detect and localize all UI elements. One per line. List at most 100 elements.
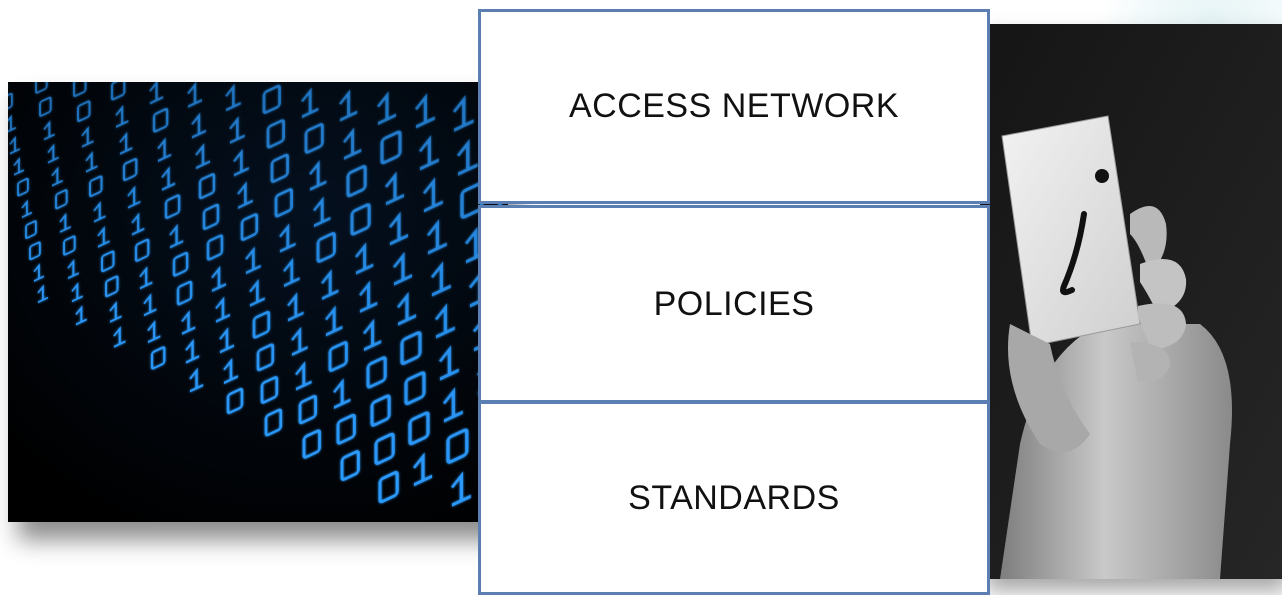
binary-one-glyph [309,160,327,191]
binary-one-glyph [67,259,79,280]
standards-label: STANDARDS [628,478,840,517]
binary-one-glyph [37,284,48,304]
binary-one-glyph [149,82,164,105]
binary-zero-glyph [39,96,52,117]
binary-one-glyph [385,171,404,206]
binary-one-glyph [333,378,351,410]
binary-zero-glyph [340,450,360,481]
binary-one-glyph [161,166,176,191]
binary-one-glyph [313,196,331,228]
binary-zero-glyph [152,107,169,133]
binary-one-glyph [195,143,210,170]
binary-one-glyph [189,367,204,393]
binary-zero-glyph [370,394,391,427]
binary-one-glyph [75,305,87,326]
binary-one-glyph [393,251,412,286]
binary-one-glyph [456,138,478,176]
binary-one-glyph [191,112,206,139]
binary-one-glyph [237,181,253,210]
binary-one-glyph [414,93,435,129]
binary-zero-glyph [134,238,150,262]
binary-zero-glyph [336,413,356,445]
binary-one-glyph [422,177,443,213]
policies-label: POLICIES [653,284,815,323]
binary-zero-glyph [446,428,469,464]
binary-one-glyph [181,310,196,335]
binary-one-glyph [363,318,382,352]
binary-zero-glyph [304,123,324,154]
binary-one-glyph [245,246,261,275]
binary-zero-glyph [316,232,336,263]
binary-zero-glyph [8,92,13,112]
binary-one-glyph [143,293,157,317]
binary-one-glyph [187,82,202,108]
binary-one-glyph [287,292,304,322]
binary-zero-glyph [350,203,371,236]
binary-zero-glyph [240,213,259,241]
info-card [1001,115,1141,347]
binary-one-glyph [291,326,308,357]
binary-zero-glyph [408,411,430,446]
binary-zero-glyph [122,158,138,182]
binary-code-graphic [8,82,508,522]
binary-zero-glyph [55,189,68,210]
binary-zero-glyph [374,432,395,465]
binary-one-glyph [389,211,408,246]
binary-one-glyph [418,135,439,171]
binary-zero-glyph [328,341,348,372]
binary-zero-glyph [264,408,283,437]
binary-zero-glyph [400,331,422,365]
binary-one-glyph [131,212,145,236]
binary-one-glyph [452,95,474,132]
binary-one-glyph [93,201,106,223]
binary-zero-glyph [346,165,367,198]
binary-zero-glyph [206,234,224,261]
standards-box: STANDARDS [478,401,990,595]
binary-one-glyph [47,143,59,164]
binary-one-glyph [157,137,172,163]
binary-one-glyph [359,280,378,313]
binary-one-glyph [21,199,32,219]
binary-zero-glyph [76,100,91,123]
binary-one-glyph [434,303,455,339]
binary-one-glyph [225,83,241,112]
binary-zero-glyph [302,429,321,459]
binary-one-glyph [169,223,184,249]
binary-one-glyph [397,291,416,326]
binary-zero-glyph [266,119,285,149]
binary-one-glyph [438,345,459,381]
binary-one-glyph [8,114,16,134]
binary-one-glyph [229,116,245,144]
binary-one-glyph [325,305,343,337]
binary-one-glyph [321,269,339,300]
binary-zero-glyph [35,82,48,94]
binary-zero-glyph [262,84,281,114]
binary-zero-glyph [274,188,293,218]
binary-one-glyph [377,91,396,126]
binary-zero-glyph [404,371,426,406]
binary-code-image [8,82,508,522]
binary-one-glyph [223,357,238,385]
binary-one-glyph [147,319,161,344]
binary-zero-glyph [198,173,216,200]
access-network-box: ACCESS NETWORK [478,9,990,204]
binary-one-glyph [413,452,432,487]
binary-one-glyph [33,263,44,282]
binary-one-glyph [295,361,312,391]
binary-one-glyph [219,327,234,354]
binary-one-glyph [43,120,55,141]
binary-zero-glyph [17,177,29,197]
binary-one-glyph [13,157,24,176]
binary-zero-glyph [25,220,37,239]
binary-one-glyph [339,89,358,122]
binary-zero-glyph [226,387,244,415]
binary-one-glyph [139,266,153,290]
binary-zero-glyph [88,175,103,198]
binary-one-glyph [430,261,451,297]
binary-one-glyph [113,326,126,348]
binary-zero-glyph [380,130,402,165]
binary-zero-glyph [260,376,279,404]
binary-one-glyph [115,104,129,128]
binary-one-glyph [81,125,94,148]
binary-zero-glyph [110,82,126,101]
